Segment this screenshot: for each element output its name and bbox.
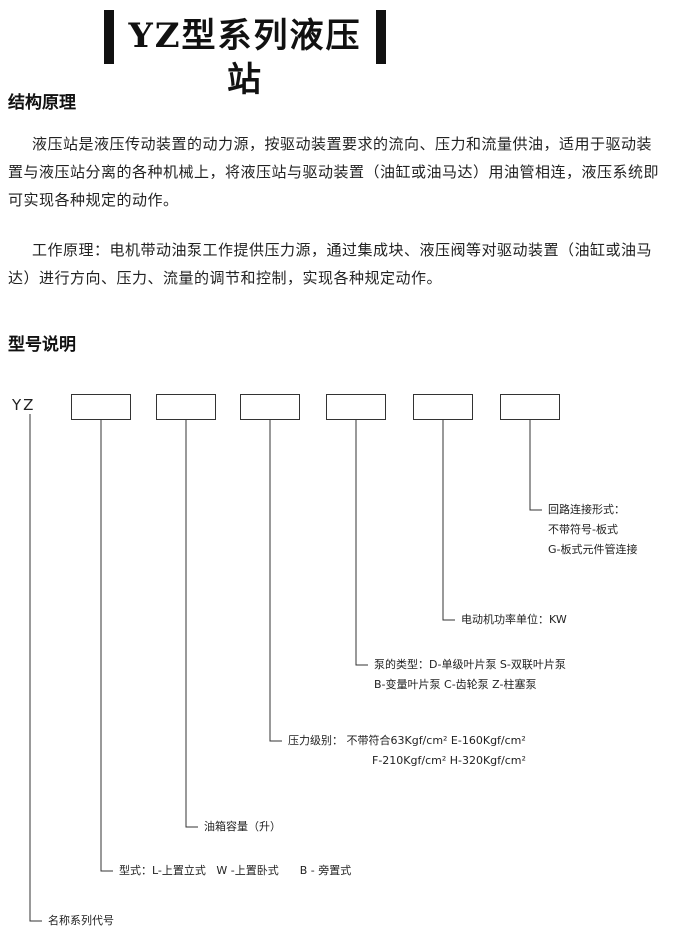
title-bracket-left [104,10,114,64]
annotation-motor-power: 电动机功率单位：KW [461,610,567,630]
annotation-line: 电动机功率单位：KW [461,613,567,626]
annotation-pump-type: 泵的类型：D-单级叶片泵 S-双联叶片泵 B-变量叶片泵 C-齿轮泵 Z-柱塞泵 [374,655,566,695]
model-prefix: YZ [12,396,36,414]
code-box-motor-power [413,394,473,420]
code-box-form [71,394,131,420]
annotation-line: 压力级别： 不带符合63Kgf/cm² E-160Kgf/cm² [288,734,526,747]
code-box-connection [500,394,560,420]
text-line: 可实现各种规定的动作。 [8,191,179,209]
annotation-line: 油箱容量（升） [204,820,281,833]
code-box-pump-type [326,394,386,420]
section-heading-principle: 结构原理 [8,93,76,113]
annotation-line: 不带符号-板式 [548,523,618,536]
text-line: 液压站是液压传动装置的动力源，按驱动装置要求的流向、压力和流量供油，适用于驱动装 [32,135,653,153]
annotation-connection-type: 回路连接形式： 不带符号-板式 G-板式元件管连接 [548,500,638,560]
annotation-form: 型式：L-上置立式 W -上置卧式 B - 旁置式 [119,861,351,881]
annotation-series-code: 名称系列代号 [48,911,114,931]
code-box-tank-volume [156,394,216,420]
annotation-line: 泵的类型：D-单级叶片泵 S-双联叶片泵 [374,658,566,671]
annotation-line: B-变量叶片泵 C-齿轮泵 Z-柱塞泵 [374,678,537,691]
title-banner: YZ型系列液压站 [104,8,386,100]
section-heading-model: 型号说明 [8,335,76,355]
annotation-pressure-level: 压力级别： 不带符合63Kgf/cm² E-160Kgf/cm² F-210Kg… [288,731,526,771]
title-bracket-right [376,10,386,64]
text-line: 达）进行方向、压力、流量的调节和控制，实现各种规定动作。 [8,269,443,287]
code-box-pressure-level [240,394,300,420]
text-line: 置与液压站分离的各种机械上，将液压站与驱动装置（油缸或油马达）用油管相连，液压系… [8,163,660,181]
text-line: 工作原理：电机带动油泵工作提供压力源，通过集成块、液压阀等对驱动装置（油缸或油马 [32,241,653,259]
principle-paragraph-1: 液压站是液压传动装置的动力源，按驱动装置要求的流向、压力和流量供油，适用于驱动装… [8,130,692,214]
annotation-line: 名称系列代号 [48,914,114,927]
annotation-tank-volume: 油箱容量（升） [204,817,281,837]
annotation-line: 型式：L-上置立式 W -上置卧式 B - 旁置式 [119,864,352,877]
annotation-line: F-210Kgf/cm² H-320Kgf/cm² [372,754,526,767]
annotation-line: G-板式元件管连接 [548,543,638,556]
principle-paragraph-2: 工作原理：电机带动油泵工作提供压力源，通过集成块、液压阀等对驱动装置（油缸或油马… [8,236,692,292]
page-title: YZ型系列液压站 [128,16,362,100]
annotation-line: 回路连接形式： [548,503,625,516]
